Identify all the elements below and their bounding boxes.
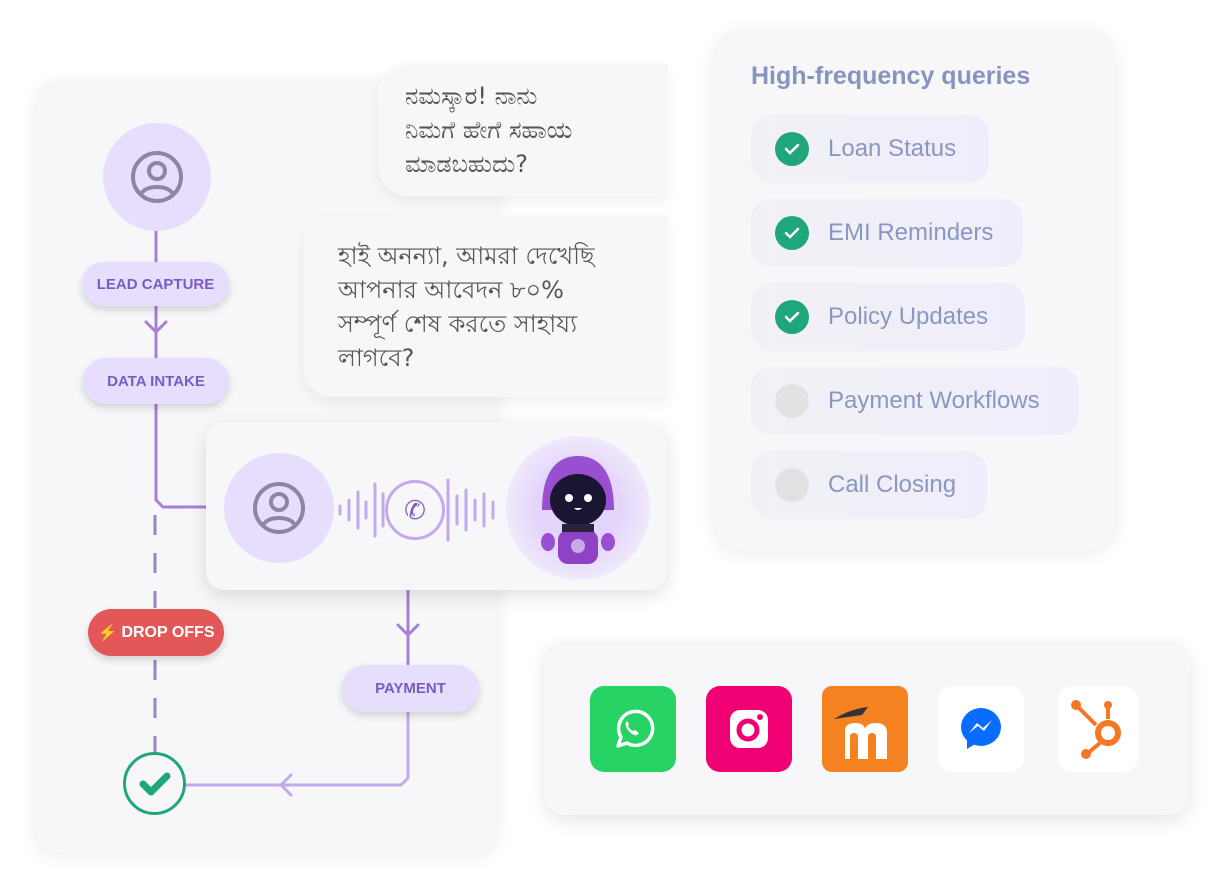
query-item-payment-workflows: Payment Workflows	[751, 367, 1079, 435]
lead-avatar	[103, 123, 211, 231]
drop-offs-badge: ⚡DROP OFFS	[88, 609, 224, 656]
pending-circle-icon	[775, 384, 809, 418]
chat-bubble-bengali: হাই অনন্যা, আমরা দেখেছি আপনার আবেদন ৮০% …	[303, 215, 668, 397]
phone-icon: ✆	[404, 494, 426, 525]
moodle-icon[interactable]	[822, 686, 908, 772]
check-icon	[139, 772, 170, 795]
audio-waveform	[338, 478, 495, 542]
instagram-icon[interactable]	[706, 686, 792, 772]
check-circle-icon	[775, 132, 809, 166]
query-item-emi-reminders: EMI Reminders	[751, 199, 1023, 267]
query-item-loan-status: Loan Status	[751, 115, 989, 183]
lightning-icon: ⚡	[97, 624, 118, 642]
step-data-intake: DATA INTAKE	[83, 358, 229, 404]
step-payment: PAYMENT	[342, 665, 479, 712]
user-icon	[253, 482, 305, 534]
robot-icon	[541, 456, 615, 564]
chat-bubble-kannada: ನಮಸ್ಕಾರ! ನಾನು ನಿಮಗೆ ಹೇಗೆ ಸಹಾಯ ಮಾಡಬಹುದು?	[378, 64, 668, 196]
queries-title: High-frequency queries	[751, 62, 1031, 90]
ai-agent-avatar	[506, 436, 650, 580]
check-circle-icon	[775, 216, 809, 250]
call-button[interactable]: ✆	[385, 480, 445, 540]
success-check	[123, 752, 186, 815]
user-icon	[131, 151, 183, 203]
pending-circle-icon	[775, 468, 809, 502]
query-item-call-closing: Call Closing	[751, 451, 987, 519]
check-circle-icon	[775, 300, 809, 334]
voice-call-card: ✆	[206, 422, 667, 590]
step-lead-capture: LEAD CAPTURE	[82, 262, 229, 306]
caller-avatar	[224, 453, 334, 563]
whatsapp-icon[interactable]	[590, 686, 676, 772]
hubspot-icon[interactable]	[1058, 686, 1138, 772]
query-item-policy-updates: Policy Updates	[751, 283, 1025, 351]
messenger-icon[interactable]	[938, 686, 1024, 772]
